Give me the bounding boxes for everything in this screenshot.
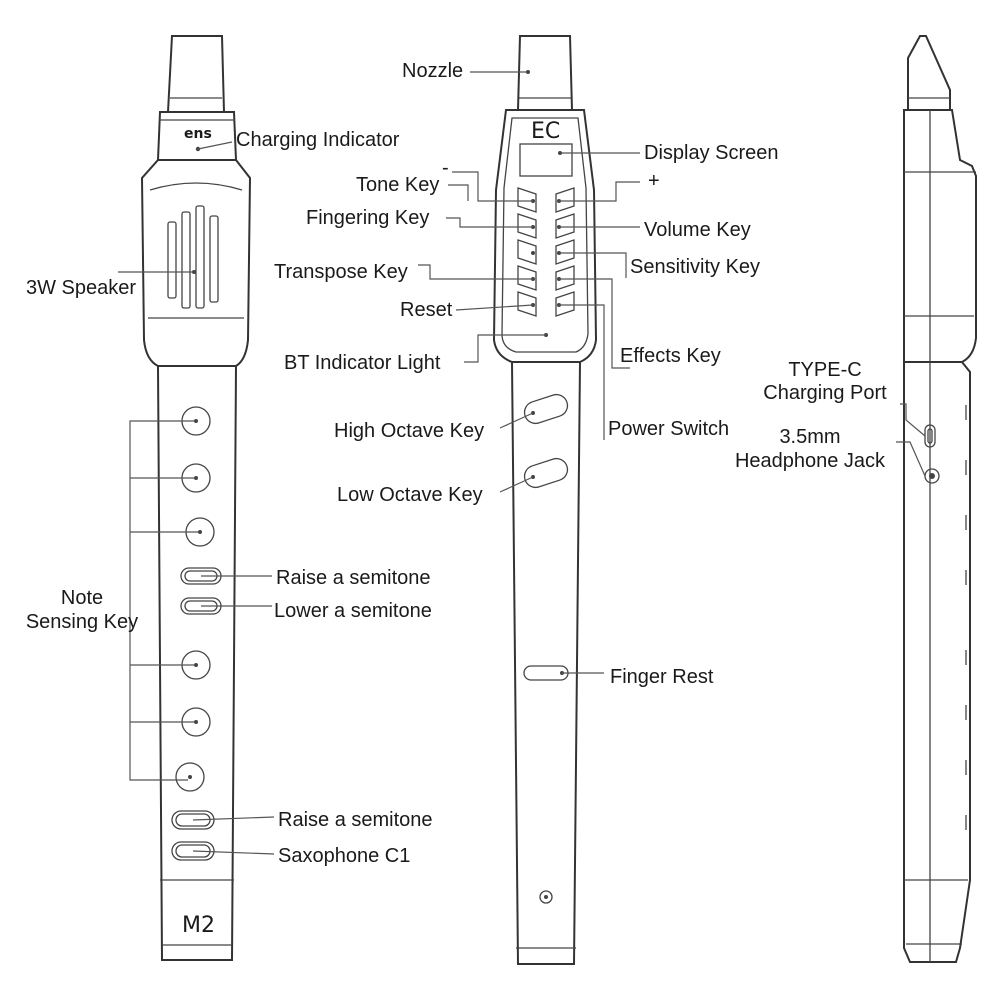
high-octave-key <box>523 393 569 425</box>
side-view <box>896 35 977 963</box>
control-keys <box>517 187 575 317</box>
low-octave-key <box>523 457 569 489</box>
label-raise-semitone-1: Raise a semitone <box>276 567 431 589</box>
front-view: ens M2 <box>118 35 275 961</box>
raise-semitone-key-2 <box>171 810 215 830</box>
display-screen <box>519 143 573 177</box>
control-view: EC <box>418 35 640 965</box>
minus-key-2 <box>517 213 537 239</box>
label-plus: + <box>648 170 660 192</box>
plus-key-3 <box>555 239 575 265</box>
minus-key-1 <box>517 187 537 213</box>
speaker-grill <box>167 205 219 309</box>
brand-mark: EC <box>531 119 560 144</box>
label-transpose-key: Transpose Key <box>274 261 408 283</box>
label-lower-semitone: Lower a semitone <box>274 600 432 622</box>
label-note-sensing-line1: Note <box>61 587 103 609</box>
semitone-keys <box>171 567 222 861</box>
label-note-sensing-line2: Sensing Key <box>26 611 138 633</box>
label-effects-key: Effects Key <box>620 345 721 367</box>
model-mark: M2 <box>182 913 215 938</box>
label-tone-key: Tone Key <box>356 174 439 196</box>
label-finger-rest: Finger Rest <box>610 666 714 688</box>
side-head <box>903 109 977 363</box>
label-low-octave-key: Low Octave Key <box>337 484 483 506</box>
label-volume-key: Volume Key <box>644 219 751 241</box>
mid-head <box>492 109 598 363</box>
label-typec-line2: Charging Port <box>763 382 887 404</box>
power-key <box>555 291 575 317</box>
label-raise-semitone-2: Raise a semitone <box>278 809 433 831</box>
label-display-screen: Display Screen <box>644 142 779 164</box>
side-tube <box>903 361 971 963</box>
saxophone-c1-key <box>171 841 215 861</box>
minus-key-4 <box>517 265 537 291</box>
bottom-screw <box>539 890 553 904</box>
plus-key-2 <box>555 213 575 239</box>
label-headphone-line1: 3.5mm <box>779 426 840 448</box>
label-power-switch: Power Switch <box>608 418 729 440</box>
mid-tube <box>510 361 582 965</box>
label-minus: - <box>442 157 449 179</box>
labels: Nozzle Charging Indicator 3W Speaker Dis… <box>26 60 887 867</box>
label-high-octave-key: High Octave Key <box>334 420 484 442</box>
label-speaker: 3W Speaker <box>26 277 136 299</box>
label-sensitivity-key: Sensitivity Key <box>630 256 760 278</box>
mid-nozzle <box>516 35 574 111</box>
side-nozzle <box>907 35 951 111</box>
label-charging-indicator: Charging Indicator <box>236 129 400 151</box>
plus-key-4 <box>555 265 575 291</box>
logo-mark: ens <box>184 126 212 142</box>
minus-key-3 <box>517 239 537 265</box>
label-headphone-line2: Headphone Jack <box>735 450 886 472</box>
label-typec-line1: TYPE-C <box>788 359 861 381</box>
note-key-6 <box>175 762 205 792</box>
left-tube <box>156 365 238 961</box>
reset-key <box>517 291 537 317</box>
label-nozzle: Nozzle <box>402 60 463 82</box>
label-fingering-key: Fingering Key <box>306 207 429 229</box>
left-nozzle <box>166 35 226 113</box>
label-bt-indicator: BT Indicator Light <box>284 352 441 374</box>
label-saxophone-c1: Saxophone C1 <box>278 845 410 867</box>
label-reset: Reset <box>400 299 453 321</box>
plus-key-1 <box>555 187 575 213</box>
